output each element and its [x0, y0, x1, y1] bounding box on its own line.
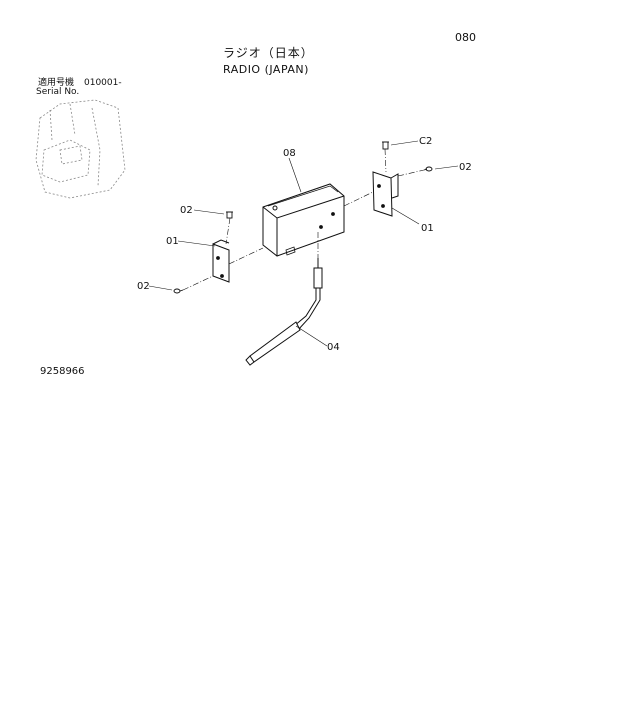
- page-number: 080: [455, 31, 476, 44]
- serial-value: 010001-: [84, 78, 122, 88]
- title-english: RADIO (JAPAN): [223, 63, 309, 76]
- callout-antenna-cable: 04: [327, 342, 340, 353]
- radio-box: [262, 183, 345, 257]
- machine-thumbnail: [35, 99, 126, 199]
- serial-label-english: Serial No.: [36, 87, 80, 97]
- screw-top-right: [382, 141, 389, 150]
- callout-radio-box: 08: [283, 148, 296, 159]
- assembly-lines: [182, 148, 425, 291]
- antenna-cable: [245, 258, 323, 366]
- callout-screw-right: 02: [459, 162, 472, 173]
- screw-left-top: [226, 211, 233, 219]
- callout-bracket-left: 01: [166, 236, 179, 247]
- callout-screw-left-bottom: 02: [137, 281, 150, 292]
- bracket-left: [212, 239, 230, 283]
- callout-screw-top-right: C2: [419, 136, 432, 147]
- leader-lines: [148, 140, 459, 347]
- screw-left-bottom: [173, 288, 184, 294]
- callout-bracket-right: 01: [421, 223, 434, 234]
- screw-right: [423, 166, 433, 172]
- callout-screw-left-top: 02: [180, 205, 193, 216]
- drawing-number: 9258966: [40, 366, 85, 377]
- bracket-right: [372, 171, 399, 217]
- serial-label-japanese: 適用号機: [38, 78, 75, 88]
- title-japanese: ラジオ（日本）: [223, 46, 314, 60]
